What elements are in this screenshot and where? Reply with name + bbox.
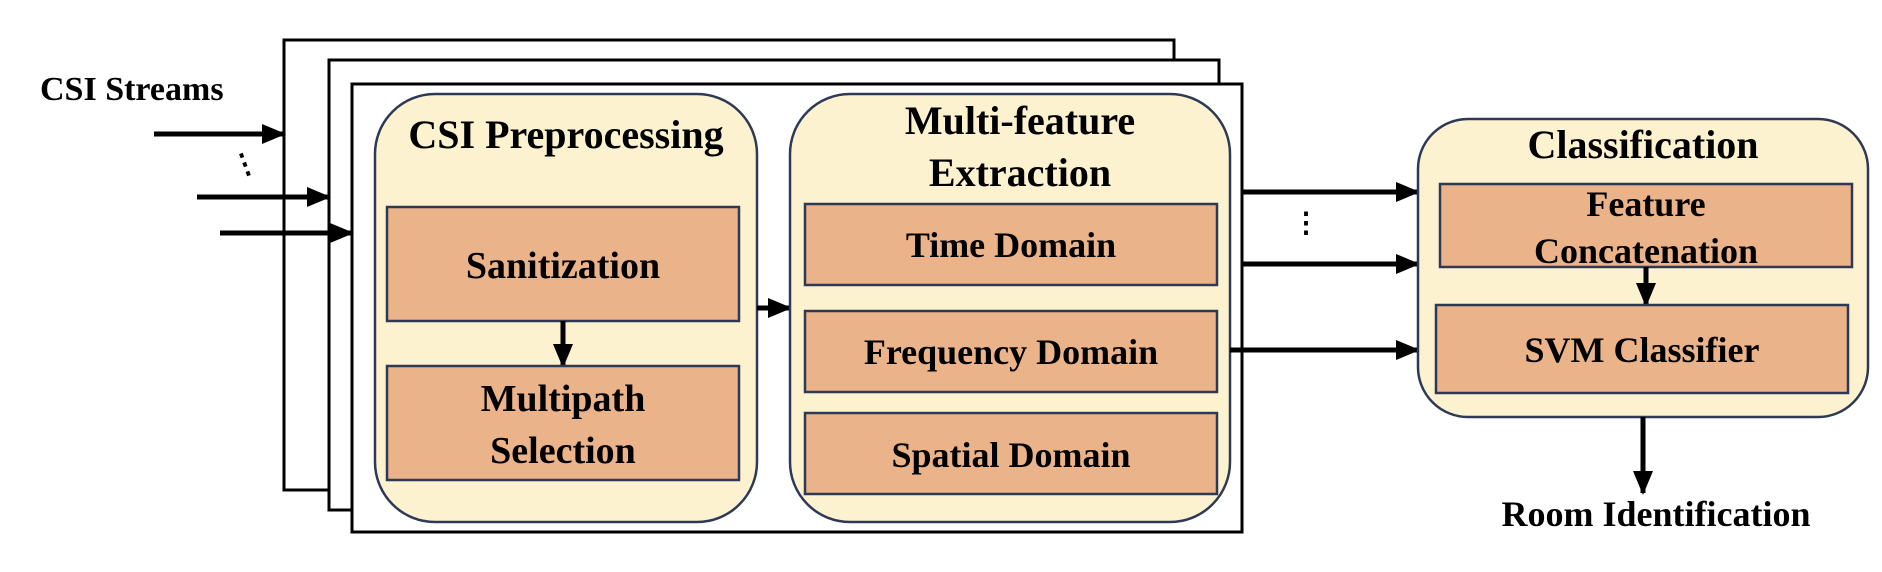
frequency-domain-box: [803, 309, 1219, 394]
feature-concatenation-line2: Concatenation: [1534, 231, 1758, 271]
output-ellipsis: ⋮: [1292, 208, 1320, 239]
preprocessing-title: CSI Preprocessing: [408, 112, 723, 157]
frequency-domain-label: Frequency Domain: [864, 332, 1158, 372]
feature-concatenation-line1: Feature: [1586, 184, 1705, 224]
sanitization-box: [385, 205, 741, 323]
classification-title: Classification: [1527, 122, 1758, 167]
time-domain-box: [803, 202, 1219, 287]
input-ellipsis: ⋮: [227, 145, 264, 184]
multipath-selection-box: [385, 364, 741, 482]
multipath-label-line2: Selection: [490, 430, 636, 472]
time-domain-label: Time Domain: [906, 225, 1116, 265]
extraction-title-line1: Multi-feature: [905, 98, 1135, 143]
room-identification-label: Room Identification: [1502, 494, 1811, 534]
extraction-title-line2: Extraction: [929, 150, 1111, 195]
spatial-domain-label: Spatial Domain: [891, 435, 1130, 475]
spatial-domain-box: [803, 411, 1219, 496]
sanitization-label: Sanitization: [466, 245, 660, 287]
svm-classifier-box: [1434, 303, 1850, 395]
feature-concatenation-box: [1438, 182, 1854, 269]
multipath-label-line1: Multipath: [481, 378, 646, 420]
csi-streams-label: CSI Streams: [40, 71, 224, 108]
svm-classifier-label: SVM Classifier: [1525, 330, 1760, 370]
